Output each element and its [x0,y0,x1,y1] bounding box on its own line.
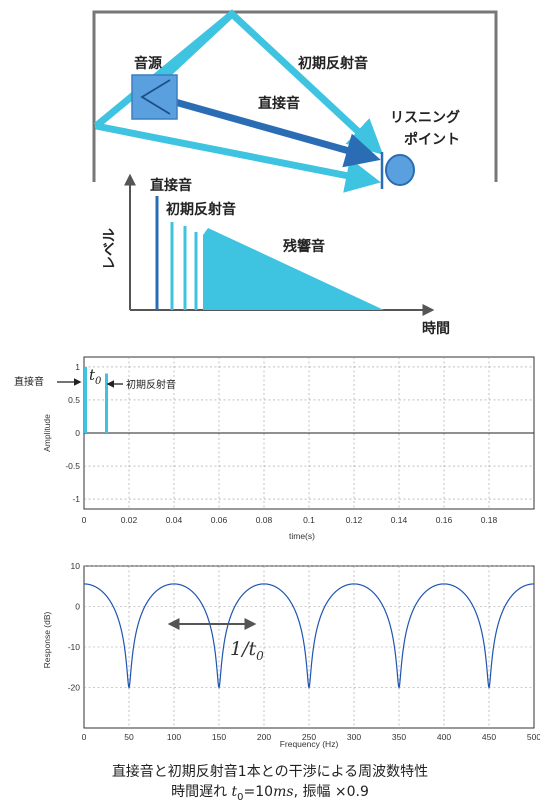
fr-y-tick: 10 [71,561,81,571]
fr-y-tick: -10 [68,642,81,652]
caption-unit: ms [273,784,294,800]
caption-value: =10 [243,784,274,800]
fr-x-tick: 350 [392,732,406,742]
fr-x-tick: 300 [347,732,361,742]
fr-x-tick: 500 [527,732,540,742]
fr-x-tick: 0 [82,732,87,742]
time-xlabel: 時間 [422,320,450,337]
level-time-diagram: レベル 時間 直接音 初期反射音 残響音 [102,173,450,337]
reverb-decay [203,228,384,310]
fr-ylabel: Response (dB) [42,611,52,668]
level-direct-label: 直接音 [150,177,192,194]
direct-label: 直接音 [258,95,300,112]
listening-point-label-1: リスニング [390,109,460,126]
fr-x-tick: 250 [302,732,316,742]
early-reflection-label: 初期反射音 [298,55,368,72]
speaker-icon [140,79,171,115]
fr-response-curve [84,583,534,689]
fr-gridlines [84,565,534,728]
fr-xlabel: Frequency (Hz) [280,739,339,749]
ir-x-tick: 0 [82,515,87,525]
fr-x-tick: 450 [482,732,496,742]
caption-line-1: 直接音と初期反射音1本との干渉による周波数特性 [111,764,429,780]
ir-delay-annotation: t0 [89,366,102,387]
ir-delay-sub: 0 [95,376,102,387]
ir-y-tick: 0.5 [68,395,80,405]
caption-suffix: , 振幅 ×0.9 [293,784,369,800]
fr-y-tick: -20 [68,683,81,693]
ir-x-tick: 0.12 [346,515,363,525]
ir-x-tick: 0.08 [256,515,273,525]
ir-gridlines [84,357,534,509]
fr-y-tick: 0 [75,602,80,612]
fr-period-prefix: 1/ [230,638,250,660]
ir-x-tick: 0.06 [211,515,228,525]
caption-line-2: 時間遅れ t0=10ms, 振幅 ×0.9 [0,781,540,803]
caption-sub: 0 [237,791,244,803]
ir-early-annotation: 初期反射音 [126,378,176,391]
impulse-response-chart: 0 0.02 0.04 0.06 0.08 0.1 0.12 0.14 0.16 0.18 1 0.5… [14,356,535,541]
level-reverb-label: 残響音 [283,238,325,255]
ir-x-tick: 0.02 [121,515,138,525]
ir-tick-labels: 0 0.02 0.04 0.06 0.08 0.1 0.12 0.14 0.16 0.18 1 0.5… [65,362,497,525]
level-early-label: 初期反射音 [166,201,236,218]
ir-x-tick: 0.16 [436,515,453,525]
ir-ylabel: Amplitude [42,414,52,452]
fr-x-tick: 50 [124,732,134,742]
fr-x-tick: 100 [167,732,181,742]
room-walls [92,10,498,182]
source-label: 音源 [134,55,162,72]
ir-x-tick: 0.18 [481,515,498,525]
reflection-path-left [95,122,381,193]
room-diagram: 音源 直接音 初期反射音 リスニング ポイント [92,9,498,193]
sound-source-box [131,74,178,120]
ir-x-tick: 0.1 [303,515,315,525]
listener-head-icon [385,154,415,186]
ir-y-tick: -1 [72,494,80,504]
ir-x-tick: 0.04 [166,515,183,525]
listening-point-label-2: ポイント [404,131,460,148]
fr-period-annotation: 1/t0 [230,638,264,663]
ir-delay-var: t [89,366,96,384]
ir-y-tick: 0 [75,428,80,438]
ir-xlabel: time(s) [289,531,315,541]
fr-x-tick: 400 [437,732,451,742]
fr-period-var: t [249,638,257,660]
ir-direct-annotation: 直接音 [14,375,44,388]
ir-y-tick: 1 [75,362,80,372]
caption-var: t [231,784,238,800]
caption-prefix: 時間遅れ [171,784,232,800]
fr-x-tick: 200 [257,732,271,742]
ir-x-tick: 0.14 [391,515,408,525]
direct-path [167,96,381,168]
level-ylabel: レベル [102,228,118,270]
fr-period-sub: 0 [256,649,264,663]
ir-y-tick: -0.5 [65,461,80,471]
fr-x-tick: 150 [212,732,226,742]
